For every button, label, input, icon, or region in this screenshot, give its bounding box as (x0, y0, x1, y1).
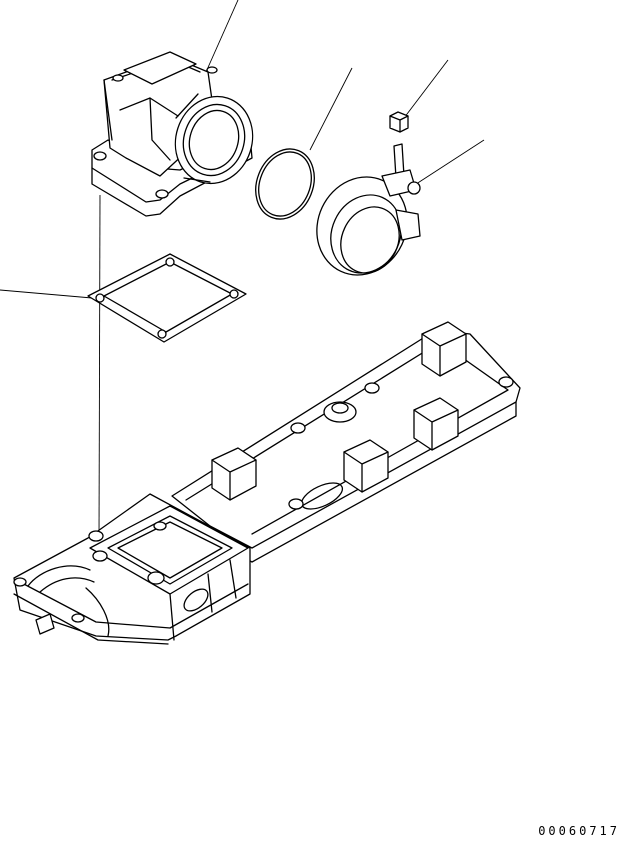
manifold-cover (172, 322, 520, 562)
leader-lines (0, 0, 484, 540)
elbow-connector (92, 52, 264, 216)
intake-manifold (14, 494, 250, 644)
flange-gasket (88, 254, 246, 342)
manifold-bolts (14, 522, 166, 622)
o-ring (246, 140, 325, 228)
v-band-clamp (301, 144, 423, 290)
hex-nut (390, 112, 408, 132)
drawing-number: 00060717 (538, 824, 620, 838)
cover-bolts (289, 377, 513, 509)
